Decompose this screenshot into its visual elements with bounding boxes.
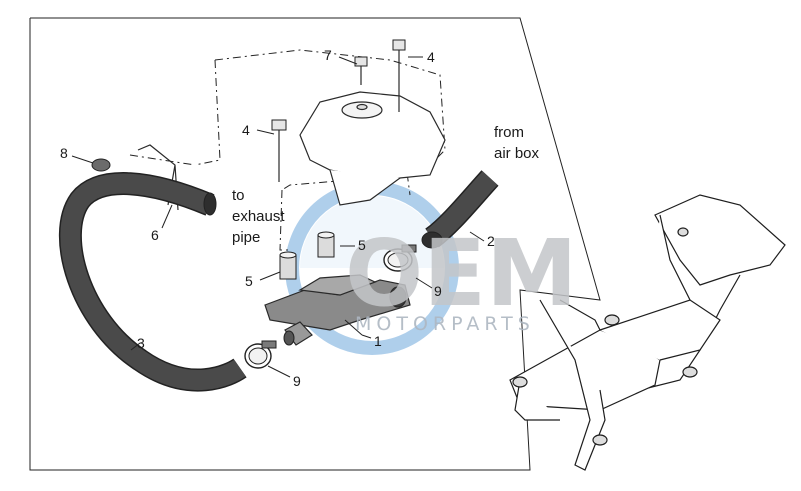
callout-1: 1 [374, 333, 382, 349]
svg-text:from: from [494, 124, 524, 141]
hose-3 [58, 172, 247, 392]
svg-text:to: to [232, 187, 245, 204]
hose-2 [421, 170, 499, 249]
callout-2: 2 [487, 233, 495, 249]
callout-4-lower: 4 [242, 122, 250, 138]
airbox-housing [299, 91, 446, 206]
svg-text:air box: air box [494, 145, 540, 162]
svg-text:pipe: pipe [232, 229, 260, 246]
callout-6: 6 [151, 227, 159, 243]
bolt-7 [354, 56, 368, 85]
sleeve-5-a [317, 231, 335, 258]
callout-5-b: 5 [245, 273, 253, 289]
grommet-8 [91, 158, 111, 172]
clamp-9-upper [383, 244, 417, 272]
watermark: OEM MOTORPARTS [345, 220, 578, 335]
annotation-to-exhaust: to exhaust pipe [232, 187, 285, 246]
callout-8: 8 [60, 145, 68, 161]
assembly-border [29, 17, 601, 471]
svg-text:exhaust: exhaust [232, 208, 285, 225]
callout-9-upper: 9 [434, 283, 442, 299]
callout-9-lower: 9 [293, 373, 301, 389]
callout-3: 3 [137, 335, 145, 351]
clamp-9-lower [244, 340, 277, 369]
bolt-4-upper [392, 39, 406, 112]
watermark-tagline: MOTORPARTS [355, 313, 535, 335]
callout-7: 7 [324, 47, 332, 63]
scooter-frame [509, 194, 786, 471]
annotation-from-airbox: from air box [494, 124, 540, 162]
callout-5-a: 5 [358, 237, 366, 253]
callout-4-upper: 4 [427, 49, 435, 65]
valve-1 [264, 274, 411, 346]
leader-lines [71, 56, 485, 378]
bolt-4-lower [271, 119, 287, 182]
sleeve-5-b [279, 251, 297, 280]
watermark-logo: OEM [345, 220, 578, 327]
